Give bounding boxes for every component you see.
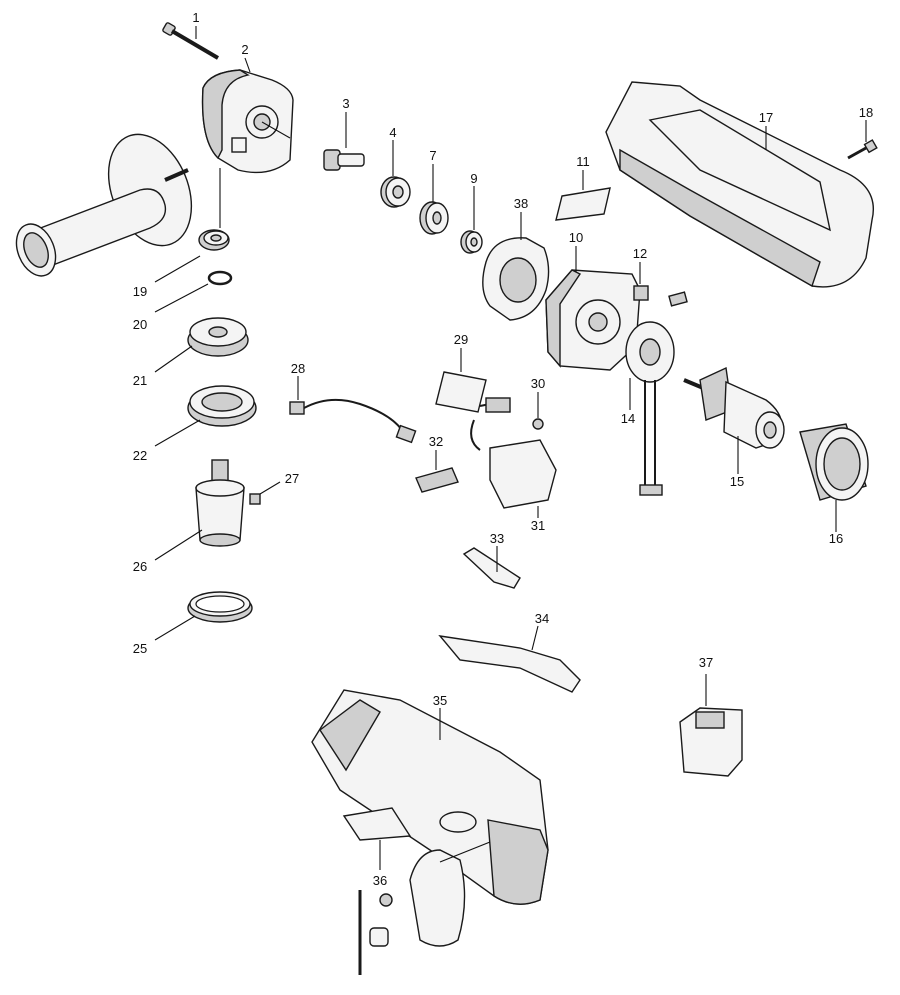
callout-19: 19 — [133, 284, 147, 299]
part-9-small-bearing — [460, 230, 483, 254]
part-7-pinion-gear — [419, 201, 449, 235]
callout-2: 2 — [241, 42, 248, 57]
callout-7: 7 — [429, 148, 436, 163]
part-36-hook — [358, 849, 466, 975]
callout-31: 31 — [531, 518, 545, 533]
callout-25: 25 — [133, 641, 147, 656]
side-handle — [15, 133, 193, 277]
callout-38: 38 — [514, 196, 528, 211]
callout-20: 20 — [133, 317, 147, 332]
part-17-housing-half — [605, 81, 874, 288]
callout-9: 9 — [470, 171, 477, 186]
part-28-lead-wire — [289, 398, 417, 444]
callout-18: 18 — [859, 105, 873, 120]
callout-26: 26 — [133, 559, 147, 574]
part-11-label — [555, 187, 611, 221]
callout-10: 10 — [569, 230, 583, 245]
callout-11: 11 — [576, 154, 590, 169]
part-31-switch — [470, 397, 557, 509]
part-22-bearing-box — [187, 385, 257, 427]
part-19-bearing — [198, 229, 230, 251]
callout-37: 37 — [699, 655, 713, 670]
callout-15: 15 — [730, 474, 744, 489]
callout-3: 3 — [342, 96, 349, 111]
part-3-spindle — [323, 149, 365, 171]
part-33-lock-lever — [462, 547, 521, 589]
part-12-terminals — [633, 285, 688, 307]
part-32-slide-lever — [415, 467, 459, 493]
callout-14: 14 — [621, 411, 635, 426]
part-18-screw — [847, 139, 878, 160]
callout-21: 21 — [133, 373, 147, 388]
part-16-stator — [799, 423, 869, 501]
part-14-controller — [625, 321, 675, 496]
part-21-bevel-gear — [187, 317, 249, 357]
part-2-gear-housing — [201, 69, 294, 174]
part-26-spindle-assembly — [195, 459, 245, 547]
callout-35: 35 — [433, 693, 447, 708]
callout-32: 32 — [429, 434, 443, 449]
callout-4: 4 — [389, 125, 396, 140]
part-34-switch-lever — [438, 635, 581, 693]
part-25-ring — [187, 591, 253, 623]
callout-33: 33 — [490, 531, 504, 546]
callout-27: 27 — [285, 471, 299, 486]
callout-36: 36 — [373, 873, 387, 888]
part-35-housing — [311, 689, 549, 905]
part-1-screw — [162, 22, 220, 60]
part-37-terminal-block — [679, 707, 743, 777]
part-38-gasket — [482, 237, 550, 321]
callout-29: 29 — [454, 332, 468, 347]
callout-22: 22 — [133, 448, 147, 463]
part-27-key — [249, 493, 261, 505]
callout-12: 12 — [633, 246, 647, 261]
callout-28: 28 — [291, 361, 305, 376]
callout-17: 17 — [759, 110, 773, 125]
part-36-label — [342, 807, 412, 841]
callout-34: 34 — [535, 611, 549, 626]
callout-1: 1 — [192, 10, 199, 25]
callout-30: 30 — [531, 376, 545, 391]
part-4-bearing — [380, 176, 411, 208]
callout-16: 16 — [829, 531, 843, 546]
callout-labels: 1 2 3 4 7 9 10 11 12 14 15 16 17 18 19 2… — [133, 10, 873, 888]
part-29-circuit-plate — [435, 371, 487, 413]
part-10-motor-housing — [545, 269, 641, 371]
part-30-screw — [532, 418, 544, 430]
part-20-retaining-ring — [207, 270, 233, 286]
part-15-rotor — [683, 366, 785, 449]
